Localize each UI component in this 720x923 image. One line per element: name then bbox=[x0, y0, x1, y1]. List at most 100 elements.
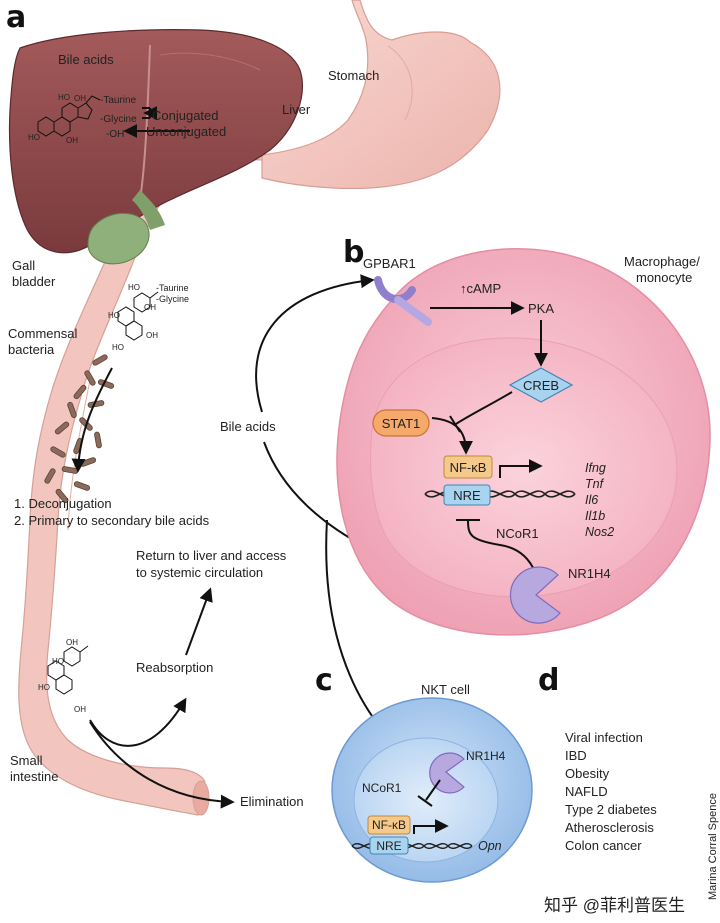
bile-acid-structure-liver bbox=[37, 95, 101, 137]
svg-text:Il6: Il6 bbox=[585, 493, 598, 507]
bile-acid-structure-lower bbox=[47, 645, 89, 695]
pka-label: PKA bbox=[528, 301, 554, 316]
nre-label-nkt: NRE bbox=[376, 839, 401, 853]
bacterium-rod bbox=[55, 488, 69, 504]
svg-text:Nos2: Nos2 bbox=[585, 525, 614, 539]
creb-inhibit-stat1 bbox=[455, 391, 513, 425]
svg-text:-Glycine: -Glycine bbox=[156, 294, 189, 304]
ncor1-inhibit-line bbox=[467, 519, 536, 573]
stat1-nfkb-arrow bbox=[431, 417, 473, 455]
macrophage-label-1: Macrophage/ bbox=[624, 254, 700, 269]
bile-acids-center-label: Bile acids bbox=[220, 419, 276, 434]
svg-text:Tnf: Tnf bbox=[585, 477, 605, 491]
return-arrow bbox=[185, 587, 213, 656]
disease-item: Type 2 diabetes bbox=[565, 802, 657, 817]
step2-label: 2. Primary to secondary bile acids bbox=[14, 513, 210, 528]
small-intestine-label-2: intestine bbox=[10, 769, 58, 784]
small-intestine-label-1: Small bbox=[10, 753, 43, 768]
svg-text:-Taurine: -Taurine bbox=[156, 283, 189, 293]
bacterium-rod bbox=[73, 384, 87, 400]
arrow-to-gpbar1 bbox=[255, 274, 375, 413]
svg-text:Ifng: Ifng bbox=[585, 461, 606, 475]
panel-b-label: b bbox=[343, 235, 364, 270]
bacterium-rod bbox=[50, 446, 66, 458]
svg-text:HO: HO bbox=[58, 93, 70, 102]
bacterium-rod bbox=[79, 457, 97, 467]
svg-text:Il1b: Il1b bbox=[585, 509, 605, 523]
macrophage-cell bbox=[336, 248, 711, 636]
disease-item: Viral infection bbox=[565, 730, 643, 745]
panel-d-label: d bbox=[538, 663, 559, 698]
ncor1-label-nkt: NCoR1 bbox=[362, 781, 402, 795]
nfkb-label: NF-κB bbox=[450, 460, 487, 475]
gall-bladder-label-1: Gall bbox=[12, 258, 35, 273]
bacterium-rod bbox=[61, 466, 79, 474]
disease-item: IBD bbox=[565, 748, 587, 763]
nr1h4-receptor-macrophage bbox=[509, 566, 561, 624]
macrophage-label-2: monocyte bbox=[636, 270, 692, 285]
reabsorption-label: Reabsorption bbox=[136, 660, 213, 675]
gpbar1-receptor bbox=[374, 276, 432, 326]
deconjugation-arrow bbox=[71, 367, 113, 473]
watermark: 知乎 @菲利普医生 bbox=[544, 896, 685, 915]
liver-illustration bbox=[8, 29, 303, 254]
svg-text:OH: OH bbox=[144, 303, 156, 312]
bile-acids-liver-label: Bile acids bbox=[58, 52, 114, 67]
liver-chemistry: -Taurine -Glycine -OH bbox=[100, 95, 190, 140]
creb-node bbox=[508, 367, 574, 403]
liver-label: Liver bbox=[282, 102, 311, 117]
svg-text:HO: HO bbox=[108, 311, 120, 320]
bacterium-rod bbox=[73, 481, 91, 491]
illustrator-credit: Marina Corral Spence bbox=[707, 793, 719, 900]
disease-item: NAFLD bbox=[565, 784, 608, 799]
nre-box-nkt bbox=[369, 836, 409, 855]
svg-text:OH: OH bbox=[74, 705, 86, 714]
bile-acid-structure-intestine bbox=[117, 291, 159, 341]
svg-text:-Glycine: -Glycine bbox=[100, 114, 137, 125]
nr1h4-label-macrophage: NR1H4 bbox=[568, 566, 611, 581]
panel-a-label: a bbox=[6, 0, 26, 35]
panel-c-label: c bbox=[315, 663, 333, 698]
svg-text:OH: OH bbox=[146, 331, 158, 340]
creb-label: CREB bbox=[523, 378, 559, 393]
commensal-label-2: bacteria bbox=[8, 342, 55, 357]
bacterium-rod bbox=[94, 431, 102, 449]
svg-text:OH: OH bbox=[74, 94, 86, 103]
nfkb-box bbox=[443, 455, 493, 479]
reabsorption-arrow bbox=[89, 697, 187, 747]
conjugated-label: Conjugated bbox=[152, 108, 219, 123]
svg-text:HO: HO bbox=[28, 133, 40, 142]
stat1-node bbox=[372, 409, 430, 437]
svg-text:OH: OH bbox=[66, 136, 78, 145]
return-label-1: Return to liver and access bbox=[136, 548, 287, 563]
bacterium-rod bbox=[97, 379, 115, 389]
camp-label: ↑cAMP bbox=[460, 281, 501, 296]
stomach-label: Stomach bbox=[328, 68, 379, 83]
ncor1-label: NCoR1 bbox=[496, 526, 539, 541]
nfkb-label-nkt: NF-κB bbox=[372, 818, 406, 832]
disease-item: Obesity bbox=[565, 766, 610, 781]
svg-text:HO: HO bbox=[52, 657, 64, 666]
svg-text:HO: HO bbox=[112, 343, 124, 352]
nfkb-box-nkt bbox=[367, 815, 411, 835]
opn-gene-label: Opn bbox=[478, 839, 502, 853]
nre-label: NRE bbox=[453, 488, 481, 503]
macrophage-gene-list: Ifng Tnf Il6 Il1b Nos2 bbox=[585, 461, 614, 539]
disease-item: Atherosclerosis bbox=[565, 820, 654, 835]
stat1-label: STAT1 bbox=[382, 416, 421, 431]
bacterium-rod bbox=[54, 421, 70, 435]
svg-text:-OH: -OH bbox=[106, 129, 124, 140]
bacterium-rod bbox=[84, 370, 96, 386]
nr1h4-label-nkt: NR1H4 bbox=[466, 749, 506, 763]
stomach-illustration bbox=[261, 0, 501, 190]
transcription-arrow bbox=[499, 459, 543, 478]
elimination-arrow bbox=[89, 721, 235, 809]
nre-box bbox=[443, 484, 491, 506]
gall-bladder-label-2: bladder bbox=[12, 274, 56, 289]
disease-item: Colon cancer bbox=[565, 838, 642, 853]
disease-list: Viral infection IBD Obesity NAFLD Type 2… bbox=[565, 730, 657, 853]
commensal-label-1: Commensal bbox=[8, 326, 77, 341]
unconjugated-label: Unconjugated bbox=[146, 124, 226, 139]
bacterium-rod bbox=[44, 468, 56, 484]
